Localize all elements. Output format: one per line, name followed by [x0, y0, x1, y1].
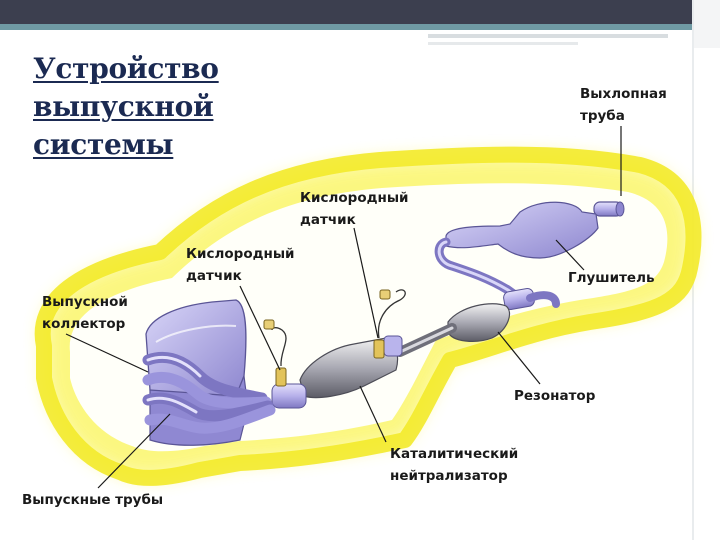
- label-exhaust-pipes: Выпускные трубы: [22, 492, 164, 508]
- label-catalytic-converter-line-2: нейтрализатор: [390, 468, 508, 484]
- header-accent-bar: [0, 24, 720, 30]
- page-title-line-2: выпускной: [33, 90, 214, 123]
- label-exhaust-manifold-line-1: Выпускной: [42, 294, 128, 310]
- resonator: [447, 303, 511, 342]
- label-tailpipe-line-2: труба: [580, 108, 625, 124]
- label-oxygen-sensor-2-line-2: датчик: [300, 212, 356, 228]
- label-resonator: Резонатор: [514, 388, 596, 404]
- label-exhaust-manifold-line-2: коллектор: [42, 316, 126, 332]
- label-oxygen-sensor-2-line-1: Кислородный: [300, 190, 409, 206]
- oxygen-sensor-1: [263, 319, 287, 387]
- slide-corner: [694, 0, 720, 48]
- label-oxygen-sensor-1-line-1: Кислородный: [186, 246, 295, 262]
- exhaust-manifold: [142, 351, 276, 434]
- page-title-line-3: системы: [33, 128, 174, 161]
- label-catalytic-converter-line-1: Каталитический: [390, 446, 519, 462]
- catalytic-converter: [271, 335, 403, 409]
- header-stripe-secondary: [428, 42, 578, 45]
- header-bar: [0, 0, 720, 24]
- oxygen-sensor-2: [373, 289, 406, 359]
- label-muffler: Глушитель: [568, 270, 655, 286]
- header-stripe: [428, 34, 668, 38]
- label-oxygen-sensor-1-line-2: датчик: [186, 268, 242, 284]
- page-title-line-1: Устройство: [33, 52, 219, 85]
- leader-lines: [65, 126, 622, 489]
- label-tailpipe-line-1: Выхлопная: [580, 86, 667, 102]
